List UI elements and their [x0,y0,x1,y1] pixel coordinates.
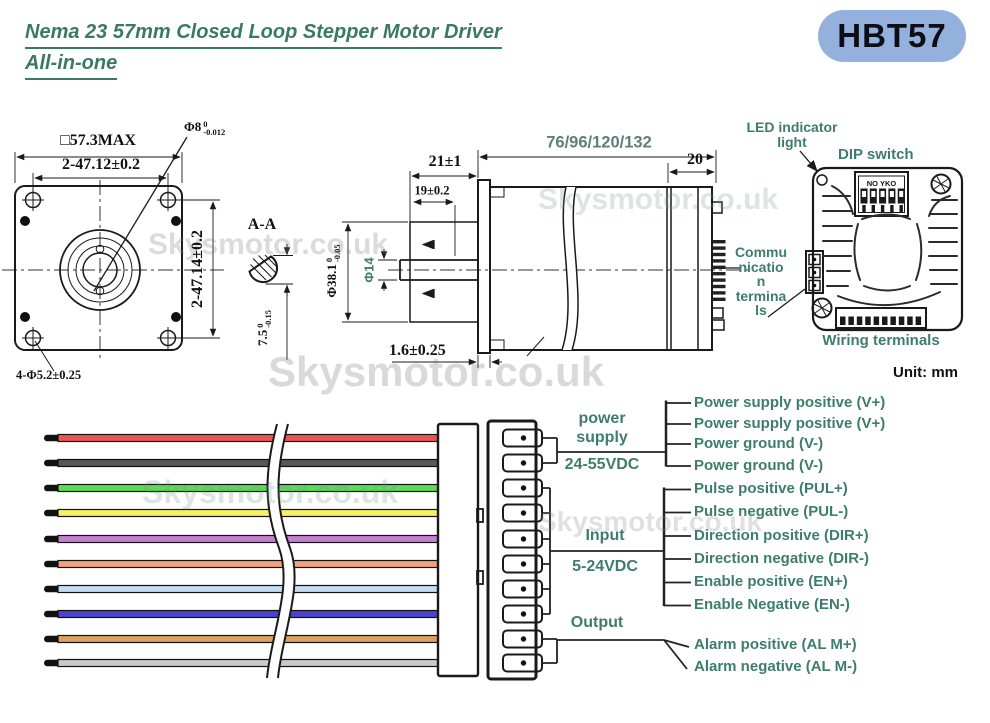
wire-green [57,483,439,493]
pin-label-alm-minus: Alarm negative (AL M-) [694,658,858,675]
dim-flat-value: 7.5 [255,329,271,346]
screw [811,173,952,319]
comm-line: ls [755,302,767,318]
pin-label-en-plus: Enable positive (EN+) [694,573,848,590]
motor-body [489,186,713,351]
wire-salmon [57,559,439,569]
power-label-line2: supply [576,429,628,446]
communication-connector [805,250,824,294]
comm-line: nicatio [738,258,784,275]
input-label: Input [585,527,625,544]
power-voltage-label: 24-55VDC [564,456,640,473]
comm-leader-right [767,288,806,318]
pin-label-en-minus: Enable Negative (EN-) [694,596,850,613]
wire-tan [57,634,439,644]
wiring-terminal-strip [835,307,927,329]
led-label-line1: LED indicator [746,119,838,135]
dim-shaft-length: 21±1 [428,153,462,170]
shaft [399,259,478,281]
dim-boss-value: Φ38.1 [324,264,340,298]
led-indicator-label: LED indicator light [733,120,851,150]
wiring-map-lines [542,400,691,670]
section-label: A-A [247,216,277,233]
dim-hole-spacing-h: 2-47.12±0.2 [61,156,141,173]
dip-marking: NO YKO [867,179,897,188]
wiring-terminals-label: Wiring terminals [822,332,940,349]
motor-side-view [342,150,748,368]
comm-line: termina [735,287,787,304]
tol-lower: -0.05 [332,244,343,263]
connector [436,419,543,681]
pin-label-v-minus-2: Power ground (V-) [694,457,824,474]
shaft-boss-circles [59,229,141,311]
unit-note: Unit: mm [893,364,958,381]
led-leader [799,150,818,172]
pin-label-dir-minus: Direction negative (DIR-) [694,550,870,567]
dip-switch-label: DIP switch [838,146,914,163]
tol-lower: -0.15 [263,310,274,328]
pin-label-pul-plus: Pulse positive (PUL+) [694,480,848,497]
motor-front-view [2,136,224,372]
model-badge: HBT57 [818,10,966,62]
wire-yellow [57,508,439,518]
output-label: Output [570,614,624,631]
wire-violet [57,534,439,544]
receptacle-body [486,419,538,681]
comm-line: n [756,273,766,289]
rear-terminal-comb [711,201,726,331]
driver-rear-view: NO YKO [722,150,964,332]
led-label-line2: light [777,134,807,150]
power-label-line1: power [578,410,626,427]
page-title-line1: Nema 23 57mm Closed Loop Stepper Motor D… [25,18,502,49]
input-voltage-label: 5-24VDC [572,558,638,575]
shaft-leader-line [93,136,188,292]
heatsink-slots [822,185,958,307]
wire-gray [57,658,439,668]
plug-housing [436,422,480,678]
dim-mount-holes: 4-Φ5.2±0.25 [16,368,82,382]
dim-driver-depth: 20 [687,151,703,168]
pin-label-pul-minus: Pulse negative (PUL-) [694,503,849,520]
dip-switch: NO YKO [854,171,909,217]
comm-line: Commu [734,244,788,260]
page-title: Nema 23 57mm Closed Loop Stepper Motor D… [25,18,502,80]
dim-outline: □57.3MAX [60,132,136,149]
flange [477,179,491,354]
wire-red [57,433,439,443]
section-a-a [248,244,293,360]
dim-flange-depth: 1.6±0.25 [389,342,446,359]
dim-shaft-dia-value: Φ8 [184,119,202,134]
tol-upper: 0 [203,118,208,129]
cable-break-lines [266,423,296,679]
communication-terminals-label: Commu nicatio n termina ls [730,245,792,318]
power-supply-label: power supply [556,409,648,447]
wire-tips [44,434,72,667]
dim-hole-spacing-v: 2-47.14±0.2 [189,229,206,309]
dim-flat-length: 19±0.2 [414,183,450,198]
model-badge-label: HBT57 [837,17,947,54]
tol-lower: -0.012 [203,127,226,138]
wire-blue [57,609,439,619]
pin-label-v-plus-2: Power supply positive (V+) [694,415,886,432]
wire-black [57,458,439,468]
pin-label-v-plus-1: Power supply positive (V+) [694,394,886,411]
led-indicator-hole [816,174,828,186]
dim-body-length: 76/96/120/132 [546,133,652,152]
wire-harness [44,423,439,679]
pin-label-alm-plus: Alarm positive (AL M+) [694,636,857,653]
pilot-boss [409,221,479,323]
wire-lightblue [57,584,439,594]
corner-dots [20,216,181,322]
dim-shaft-dia-side: Φ14 [361,257,377,283]
pin-label-v-minus-1: Power ground (V-) [694,435,824,452]
mount-hole-leader [34,340,55,372]
page-title-line2: All-in-one [25,49,118,80]
pin-label-dir-plus: Direction positive (DIR+) [694,527,869,544]
